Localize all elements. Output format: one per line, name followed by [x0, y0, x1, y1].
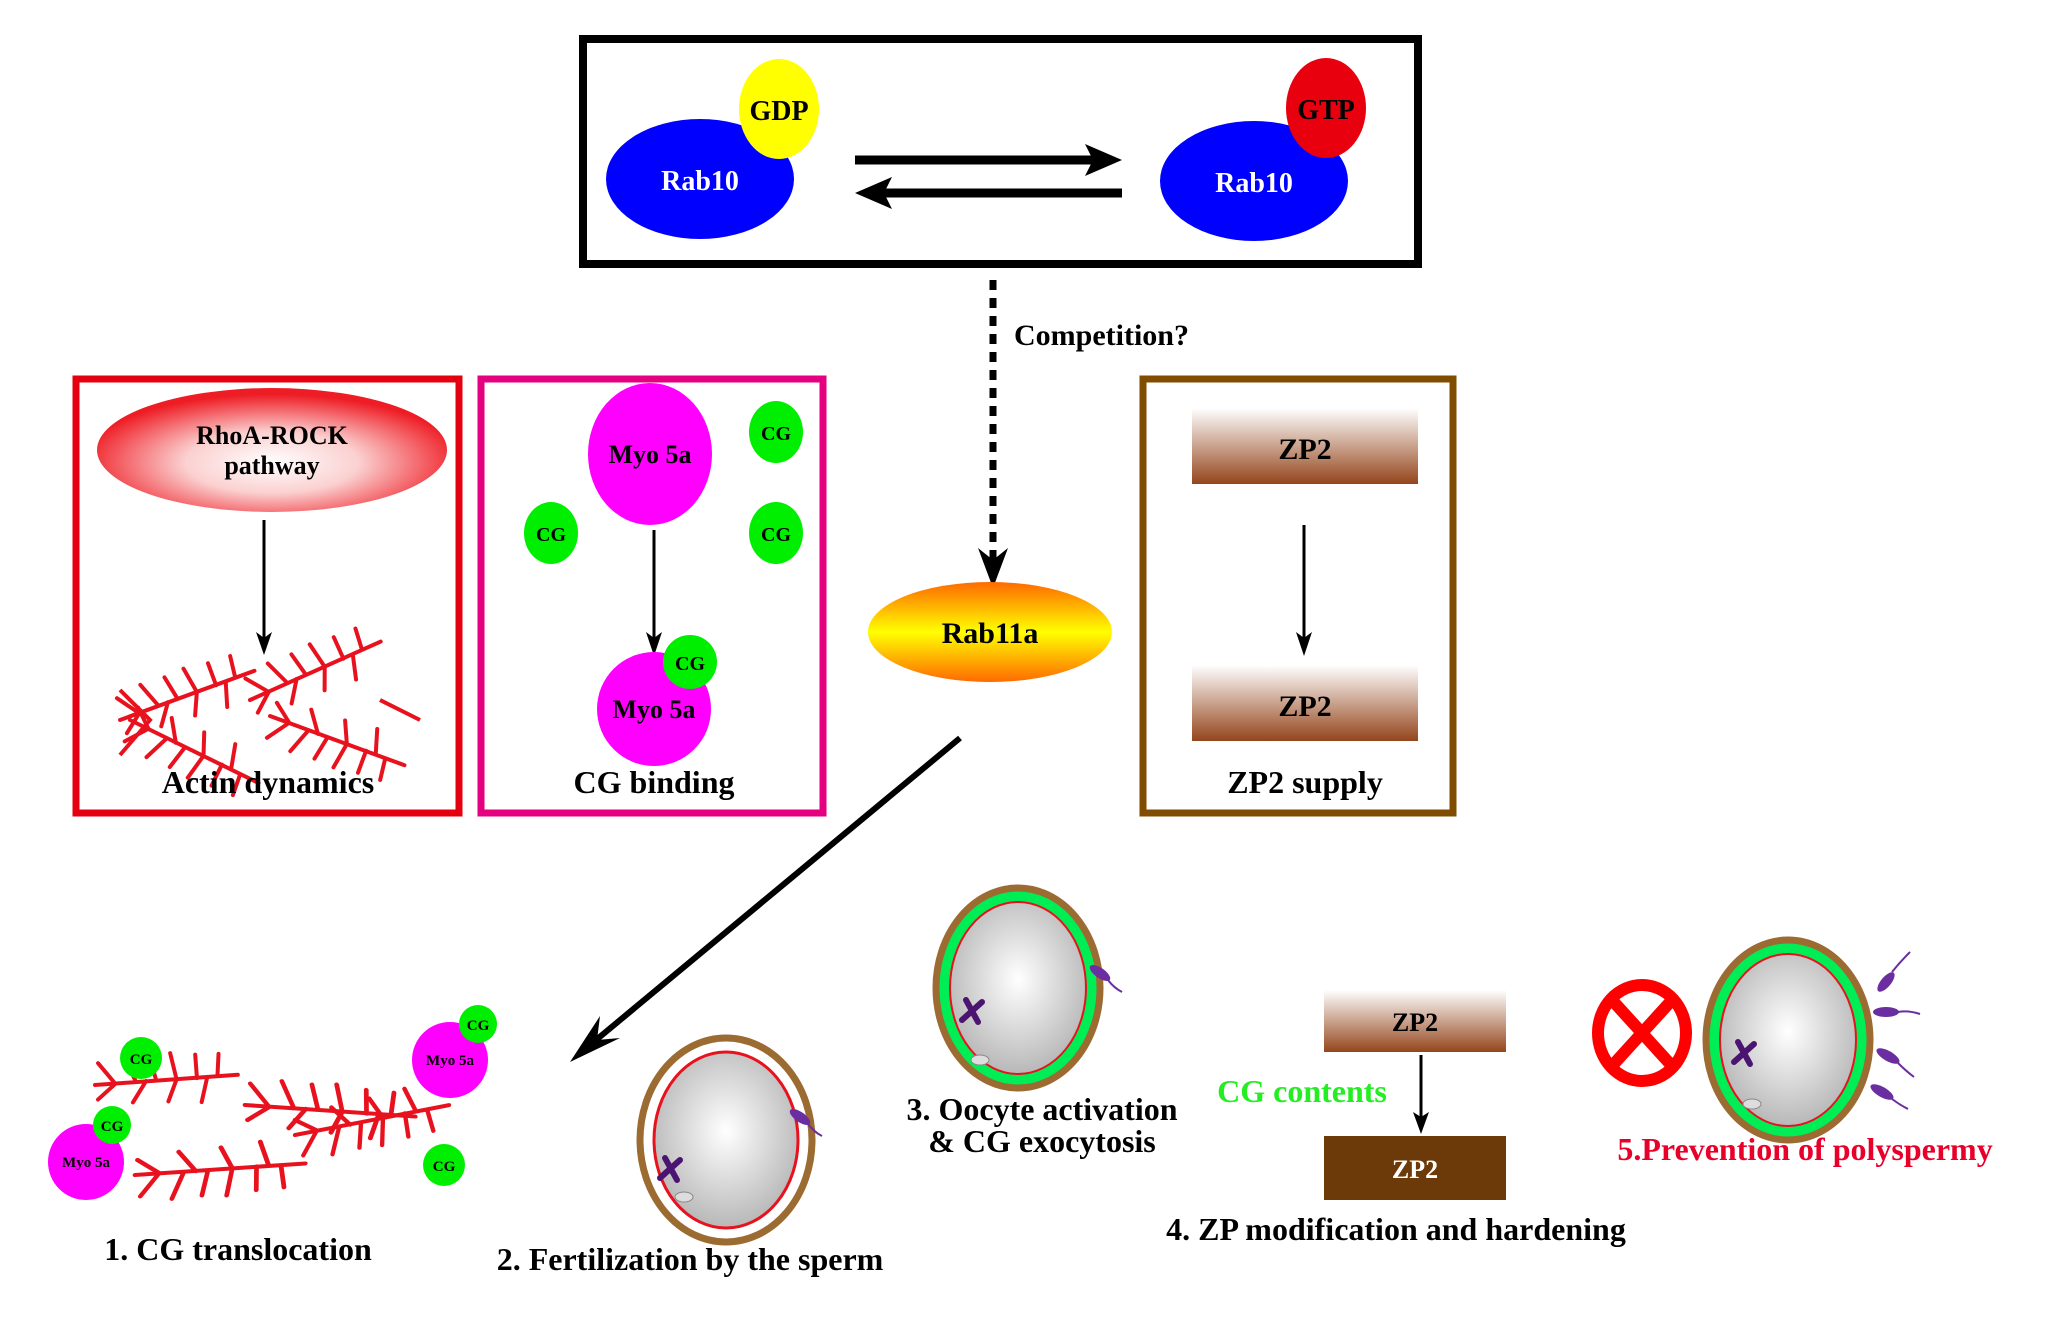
myo5a-right — [412, 1022, 488, 1098]
step4-zp-modification: ZP2 ZP2 CG contents 4. ZP modification a… — [1166, 990, 1626, 1247]
gtp-label: GTP — [1297, 95, 1355, 126]
cross-icon — [1607, 995, 1677, 1071]
cg-label: CG — [761, 423, 791, 445]
cg-label: CG — [433, 1159, 456, 1175]
zp2-supply-panel: ZP2 ZP2 ZP2 supply — [1139, 375, 1457, 817]
zp2-hardened-label: ZP2 — [1392, 1155, 1438, 1184]
cg-binding-caption: CG binding — [574, 764, 735, 800]
rab10-cycle-box: Rab10 GDP Rab10 GTP — [579, 35, 1422, 268]
gdp-label: GDP — [749, 96, 808, 127]
cg-label: CG — [675, 653, 705, 675]
zp2-before-box — [1324, 990, 1506, 1052]
myo5a-bound-label: Myo 5a — [612, 695, 695, 724]
cg-binding-panel: Myo 5a CG CG CG Myo 5a CG CG binding — [477, 375, 827, 817]
zp2-arrow-head — [1296, 632, 1312, 656]
step3-caption-line2: & CG exocytosis — [928, 1123, 1156, 1159]
polar-body — [674, 1191, 694, 1203]
gdp-nucleotide — [739, 59, 819, 159]
step1-cg-translocation: Myo 5a CG CG Myo 5a CG CG 1. CG transloc… — [48, 1005, 497, 1267]
myo5a-top-label: Myo 5a — [608, 440, 691, 469]
rab10-left-label: Rab10 — [661, 166, 739, 197]
cg-label: CG — [536, 524, 566, 546]
zp2-top-box — [1192, 408, 1418, 484]
cg-label: CG — [101, 1119, 124, 1135]
cg-granule — [749, 502, 803, 564]
myo5a-top — [588, 383, 712, 525]
myo5a-right-label: Myo 5a — [426, 1053, 474, 1069]
cg-binding-arrow-head — [646, 632, 662, 656]
forward-arrow-head — [1085, 144, 1122, 176]
cg-label: CG — [467, 1018, 490, 1034]
rab11a-ellipse — [868, 582, 1112, 682]
zp2-bottom-label: ZP2 — [1278, 690, 1331, 723]
zp2-before-label: ZP2 — [1392, 1008, 1438, 1037]
rab10-gtp-protein — [1160, 121, 1348, 241]
step5-caption: 5.Prevention of polyspermy — [1617, 1131, 1992, 1167]
oocyte — [652, 1050, 800, 1230]
chromosome-icon — [657, 1155, 683, 1183]
competition-arrow-head — [978, 548, 1008, 588]
actin-dynamics-panel: RhoA-ROCK pathway Actin dynamics — [72, 375, 463, 817]
downstream-arrow-head — [570, 1016, 620, 1062]
cg-granule — [524, 502, 578, 564]
sperm-icon — [1089, 964, 1111, 982]
actin-filament-icon — [111, 621, 421, 803]
prohibited-icon — [1592, 979, 1692, 1087]
rhoa-rock-ellipse — [97, 388, 447, 512]
step2-fertilization: 2. Fertilization by the sperm — [497, 1034, 884, 1277]
reverse-arrow-head — [855, 177, 892, 209]
chromosome-icon — [959, 997, 985, 1025]
step4-caption: 4. ZP modification and hardening — [1166, 1211, 1626, 1247]
sperm-icon — [1877, 972, 1895, 992]
cg-label: CG — [761, 524, 791, 546]
downstream-arrow — [588, 735, 962, 1048]
competition-label: Competition? — [1014, 319, 1189, 352]
cg-granule — [93, 1106, 131, 1144]
sperm-icon — [1876, 1048, 1900, 1064]
gtp-nucleotide — [1286, 58, 1366, 158]
rhoa-rock-label: RhoA-ROCK — [196, 421, 348, 450]
oocyte — [949, 901, 1087, 1075]
rab11a-label: Rab11a — [942, 617, 1039, 650]
cg-contents-label: CG contents — [1217, 1073, 1387, 1109]
zp-modification-arrow-head — [1413, 1112, 1429, 1134]
zp2-hardened-box — [1324, 1136, 1506, 1200]
zp2-top-label: ZP2 — [1278, 433, 1331, 466]
step3-oocyte-activation: 3. Oocyte activation & CG exocytosis — [906, 884, 1178, 1159]
sperm-icon — [789, 1108, 811, 1126]
sperm-group — [1870, 951, 1921, 1110]
cg-granule — [423, 1144, 465, 1186]
step1-caption: 1. CG translocation — [104, 1231, 372, 1267]
step2-caption: 2. Fertilization by the sperm — [497, 1241, 884, 1277]
cg-granule — [120, 1037, 162, 1079]
cg-granule-bound — [663, 635, 717, 689]
step5-polyspermy-prevention: 5.Prevention of polyspermy — [1592, 936, 1993, 1167]
chromosome-icon — [1731, 1039, 1757, 1067]
myo5a-left — [48, 1124, 124, 1200]
cg-granule — [749, 401, 803, 463]
zp2-supply-caption: ZP2 supply — [1227, 764, 1383, 800]
oocyte — [1719, 953, 1857, 1127]
pathway-label: pathway — [224, 451, 319, 480]
cg-granule — [459, 1005, 497, 1043]
myo5a-left-label: Myo 5a — [62, 1155, 110, 1171]
zp2-bottom-box — [1192, 665, 1418, 741]
actin-dynamics-caption: Actin dynamics — [162, 764, 374, 800]
sperm-icon — [1870, 1084, 1894, 1100]
rab10-right-label: Rab10 — [1215, 168, 1293, 199]
cg-label: CG — [130, 1052, 153, 1068]
actin-arrow-head — [256, 632, 272, 655]
step3-caption-line1: 3. Oocyte activation — [906, 1091, 1177, 1127]
rab10-gdp-protein — [606, 119, 794, 239]
sperm-icon — [1873, 1007, 1899, 1017]
polar-body — [970, 1054, 990, 1066]
polar-body — [1742, 1098, 1762, 1110]
